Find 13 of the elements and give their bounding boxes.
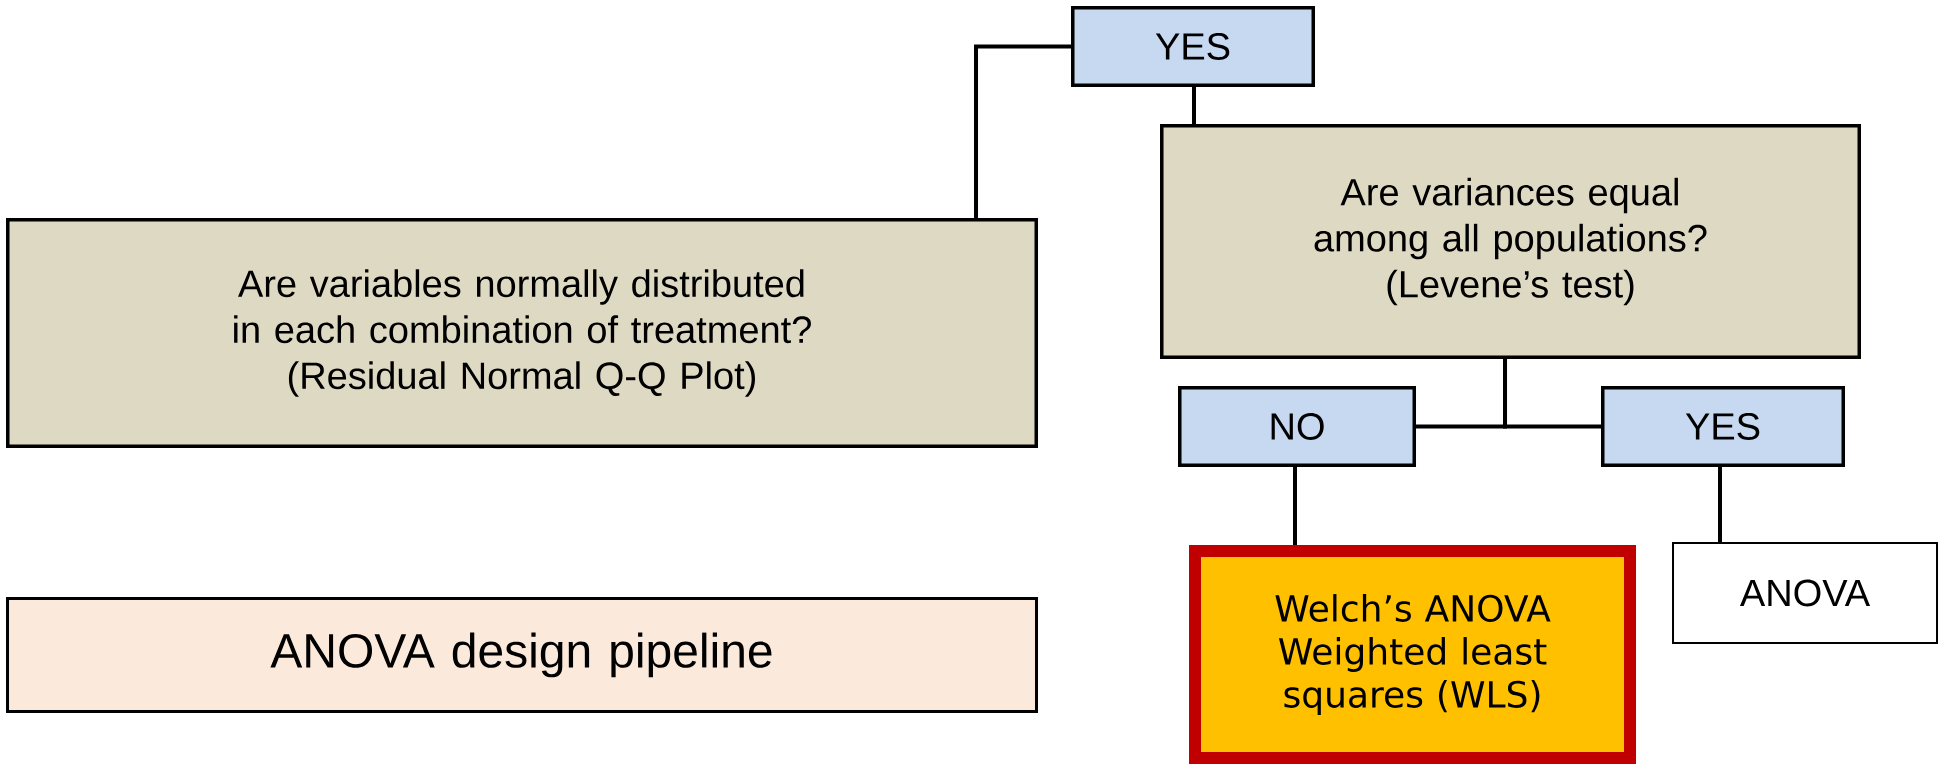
result-box: Welch’s ANOVA Weighted least squares (WLS)	[1189, 545, 1636, 764]
connector-line	[1503, 359, 1601, 429]
question-box: Are variables normally distributed in each combination of treatment? (Residual Normal Q-Q Plot)	[6, 218, 1038, 448]
question-box: Are variances equal among all populations? (Levene’s test)	[1160, 124, 1861, 359]
connector-line	[1293, 467, 1297, 545]
connector-line	[974, 44, 1071, 218]
connector-line	[1192, 87, 1196, 124]
result-box: ANOVA	[1672, 542, 1938, 644]
choice-box: YES	[1601, 386, 1845, 467]
choice-box: YES	[1071, 6, 1315, 87]
choice-box: NO	[1178, 386, 1416, 467]
title-box: ANOVA design pipeline	[6, 597, 1038, 713]
connector-line	[1718, 467, 1722, 542]
